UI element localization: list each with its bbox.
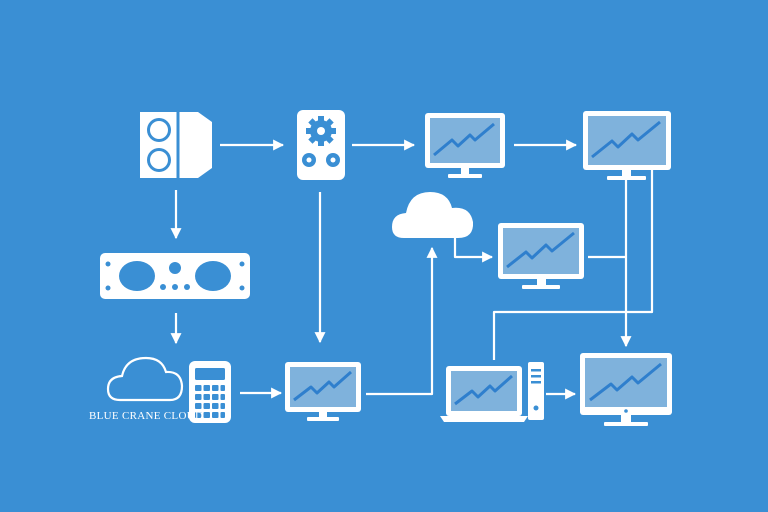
- speaker-icon[interactable]: [140, 112, 212, 178]
- rack-unit-icon[interactable]: [100, 253, 250, 299]
- arrow-cloud-to-monitor-3: [453, 238, 494, 263]
- pc-tower-icon[interactable]: [528, 362, 544, 420]
- arrow-monitor-3-to-monitor-5: [588, 255, 632, 348]
- line-monitor-2-to-laptop: [492, 168, 654, 360]
- laptop-chart-icon[interactable]: [440, 366, 528, 422]
- monitor-4[interactable]: [285, 362, 361, 421]
- gear-panel[interactable]: [297, 110, 345, 180]
- monitor-chart-icon: [583, 111, 671, 180]
- monitor-1[interactable]: [425, 113, 505, 178]
- calculator-icon[interactable]: [189, 361, 231, 423]
- brand-cloud-icon: [106, 356, 184, 402]
- monitor-chart-icon: [285, 362, 361, 421]
- monitor-chart-icon: [498, 223, 584, 289]
- connectors: [170, 139, 654, 400]
- gear-icon: [302, 116, 340, 167]
- monitor-2[interactable]: [583, 111, 671, 180]
- monitor-chart-icon: [580, 353, 672, 426]
- arrow-monitor-4-to-cloud: [366, 246, 438, 396]
- monitor-chart-icon: [425, 113, 505, 178]
- cloud-icon[interactable]: [392, 192, 474, 238]
- brand-label: BLUE CRANE CLOUD: [89, 410, 204, 422]
- monitor-5[interactable]: [580, 353, 672, 426]
- monitor-3[interactable]: [498, 223, 584, 289]
